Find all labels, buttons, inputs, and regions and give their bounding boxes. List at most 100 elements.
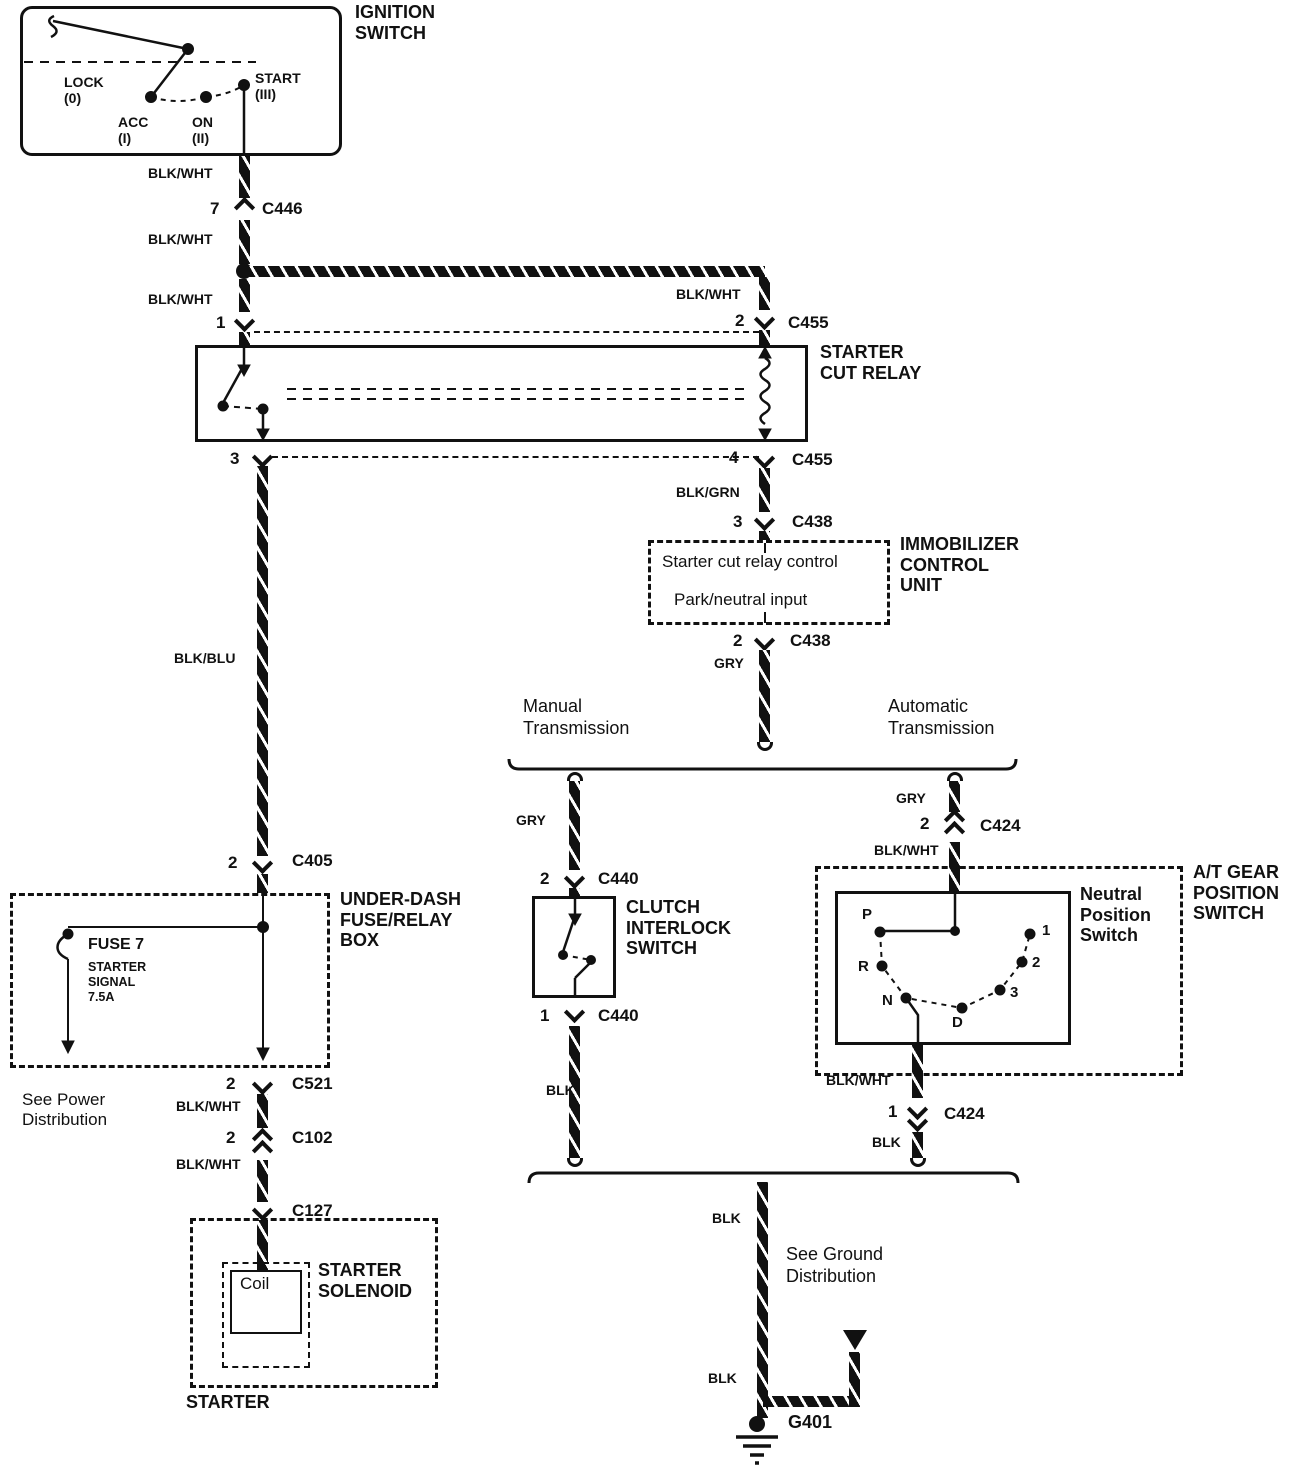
- position-lock-label: LOCK (0): [64, 74, 104, 107]
- connector-c521-label: C521: [292, 1074, 333, 1093]
- pin-2-c521-label: 2: [226, 1074, 236, 1093]
- connector-c455-pin4-chevron: [753, 447, 776, 470]
- neutral-position-switch-box: [835, 891, 1071, 1045]
- connector-c440-pin1-chevron: [563, 1001, 586, 1024]
- starter-cut-relay-internals: [217, 345, 772, 442]
- wire-label-blkblu: BLK/BLU: [174, 650, 236, 666]
- connector-c405-chevron: [251, 852, 274, 875]
- connector-pin3-chevron: [251, 446, 274, 469]
- connector-c446-chevron: [233, 196, 256, 219]
- gear-2-label: 2: [1032, 954, 1041, 971]
- immobilizer-row1: Starter cut relay control: [662, 552, 838, 571]
- wire-manual-gry: [569, 781, 580, 870]
- connector-c102-chevron-2: [251, 1139, 274, 1162]
- merge-bracket: [527, 1171, 1020, 1184]
- fuse7-detail: STARTER SIGNAL 7.5A: [88, 960, 147, 1004]
- wire-c102-to-c127: [257, 1160, 268, 1202]
- wire-label-blk-2: BLK: [872, 1134, 901, 1150]
- at-gear-position-switch-box: [815, 866, 1183, 1076]
- connector-c440-pin2-chevron: [563, 867, 586, 890]
- wire-label-blkgrn: BLK/GRN: [676, 484, 740, 500]
- wire-junction-horizontal: [244, 266, 765, 277]
- pin-3-label: 3: [230, 449, 240, 468]
- ground-g401-label: G401: [788, 1412, 833, 1432]
- gear-n-label: N: [882, 992, 893, 1009]
- ignition-switch-title: IGNITION SWITCH: [355, 2, 435, 43]
- pin-4-label: 4: [729, 448, 739, 467]
- wire-label-blk-4: BLK: [708, 1370, 737, 1386]
- wire-label-blkwht-7: BLK/WHT: [176, 1098, 241, 1114]
- wire-label-blkwht-5: BLK/WHT: [874, 842, 939, 858]
- ground-symbol: [736, 1435, 778, 1465]
- wire-label-blkwht-1: BLK/WHT: [148, 165, 213, 181]
- wire-label-blkwht-4: BLK/WHT: [676, 286, 741, 302]
- auto-branch-end-hook: [910, 1158, 926, 1167]
- wire-junction-to-pin1: [239, 279, 250, 312]
- ignition-switch-mechanism: [24, 14, 256, 156]
- pin-2-c405-label: 2: [228, 853, 238, 872]
- connector-c424-pin1-chevron-2: [906, 1110, 929, 1133]
- gear-p-label: P: [862, 906, 873, 923]
- wire-end-hook-split: [757, 742, 773, 751]
- wire-c127-to-coil: [257, 1220, 268, 1270]
- clutch-switch-internals: [558, 896, 596, 998]
- wire-ground-branch-vertical: [849, 1352, 860, 1407]
- offpage-arrow: [843, 1330, 867, 1350]
- wire-label-blkwht-6: BLK/WHT: [826, 1072, 891, 1088]
- automatic-transmission-label: Automatic Transmission: [888, 696, 995, 738]
- gear-r-label: R: [858, 958, 869, 975]
- coil-label: Coil: [240, 1274, 270, 1293]
- wire-label-gry-2: GRY: [516, 812, 546, 828]
- immobilizer-title: IMMOBILIZER CONTROL UNIT: [900, 534, 1019, 596]
- under-dash-fusebox: [10, 893, 330, 1068]
- coil-box: [230, 1270, 302, 1334]
- neutral-position-switch-title: Neutral Position Switch: [1080, 884, 1151, 946]
- pin-2-c424-label: 2: [920, 814, 930, 833]
- wire-label-blkwht-3: BLK/WHT: [148, 291, 213, 307]
- gear-d-label: D: [952, 1014, 963, 1031]
- split-bracket: [507, 758, 1018, 771]
- neutral-switch-internals: [874, 891, 1036, 1045]
- pin-2-c438-label: 2: [733, 631, 743, 650]
- connector-c440-label-top: C440: [598, 869, 639, 888]
- connector-c455-label-bottom: C455: [792, 450, 833, 469]
- connector-c438-pin2-chevron: [753, 629, 776, 652]
- wire-blkblu-long: [257, 466, 268, 856]
- wire-pin4-to-c438: [759, 468, 770, 512]
- starter-solenoid-title: STARTER SOLENOID: [318, 1260, 413, 1301]
- wire-pin2-stub: [759, 330, 770, 345]
- pin-2-c440-label: 2: [540, 869, 550, 888]
- connector-c455-pin2-chevron: [753, 308, 776, 331]
- starter-title: STARTER: [186, 1392, 270, 1412]
- wire-switch-to-c424: [912, 1045, 923, 1098]
- wire-auto-gry: [949, 781, 960, 812]
- position-on-label: ON (II): [192, 114, 213, 147]
- see-ground-distribution-note: See Ground Distribution: [786, 1244, 884, 1286]
- manual-branch-end-hook: [567, 1158, 583, 1167]
- connector-c424-pin2-chevron-2: [943, 820, 966, 843]
- connector-c424-label-bottom: C424: [944, 1104, 985, 1123]
- starter-solenoid-box: [222, 1262, 310, 1368]
- wire-c521-to-c102: [257, 1094, 268, 1128]
- connector-c438-label-top: C438: [792, 512, 833, 531]
- pin-1-c440-label: 1: [540, 1006, 550, 1025]
- gear-3-label: 3: [1010, 984, 1019, 1001]
- pin-2-label: 2: [735, 311, 745, 330]
- pin-1-c424-label: 1: [888, 1102, 898, 1121]
- connector-c438-pin3-chevron: [753, 509, 776, 532]
- wire-label-gry-3: GRY: [896, 790, 926, 806]
- wire-label-blk-1: BLK: [546, 1082, 575, 1098]
- wire-manual-blk: [569, 1026, 580, 1158]
- pin-1-label: 1: [216, 313, 226, 332]
- wire-ground-branch-horizontal: [763, 1396, 860, 1407]
- ground-junction-dot: [749, 1416, 765, 1432]
- clutch-interlock-switch-title: CLUTCH INTERLOCK SWITCH: [626, 897, 731, 959]
- wire-c446-to-junction: [239, 220, 250, 264]
- ignition-switch-box: [20, 6, 342, 156]
- connector-c440-label-bottom: C440: [598, 1006, 639, 1025]
- under-dash-fusebox-title: UNDER-DASH FUSE/RELAY BOX: [340, 889, 461, 951]
- wire-pin1-stub: [239, 332, 250, 345]
- fuse7-label: FUSE 7: [88, 936, 145, 953]
- immobilizer-box: [648, 540, 890, 625]
